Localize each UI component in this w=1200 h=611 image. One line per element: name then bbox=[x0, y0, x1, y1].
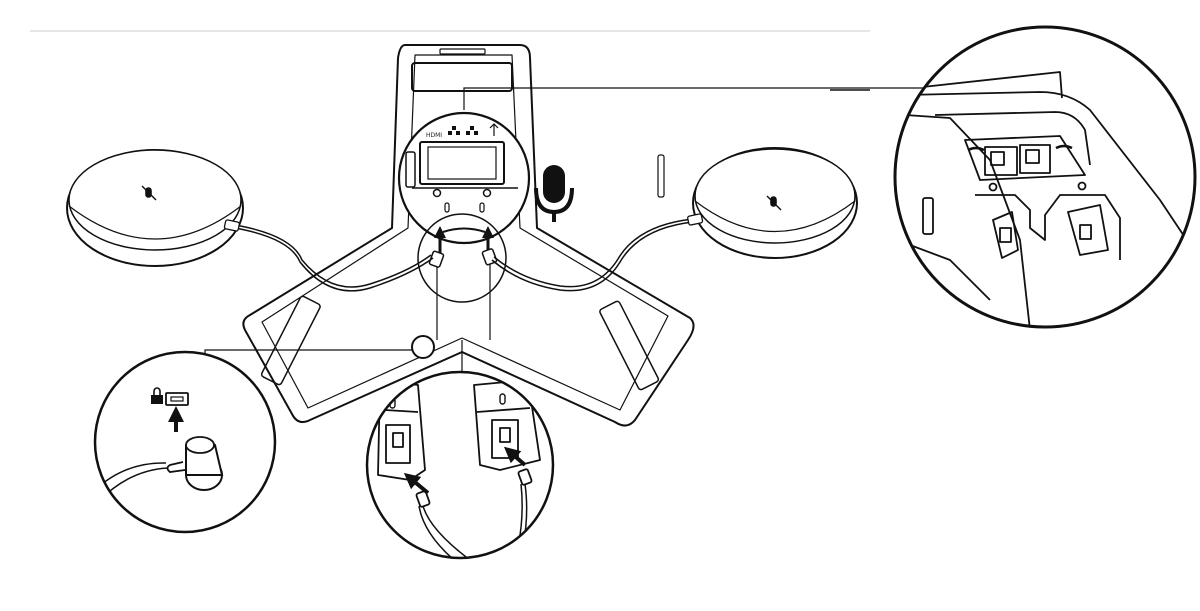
mic-mute-icon bbox=[141, 185, 157, 201]
cable-junction-circle bbox=[417, 213, 507, 303]
left-mic-pod bbox=[66, 149, 434, 292]
security-lock-callout bbox=[93, 335, 435, 534]
rj-plugs bbox=[428, 248, 498, 268]
mic-jack-callout bbox=[365, 370, 555, 560]
mic-mute-icon bbox=[766, 195, 782, 211]
lock-icon bbox=[151, 387, 189, 406]
port-panel-callout: HDMI bbox=[397, 111, 531, 245]
usb-icon bbox=[489, 123, 499, 136]
network-icon bbox=[448, 126, 478, 135]
port-detail-callout bbox=[463, 25, 1197, 329]
right-mic-pod bbox=[491, 147, 858, 292]
hdmi-label: HDMI bbox=[426, 132, 442, 139]
microphone-icon bbox=[534, 165, 574, 222]
